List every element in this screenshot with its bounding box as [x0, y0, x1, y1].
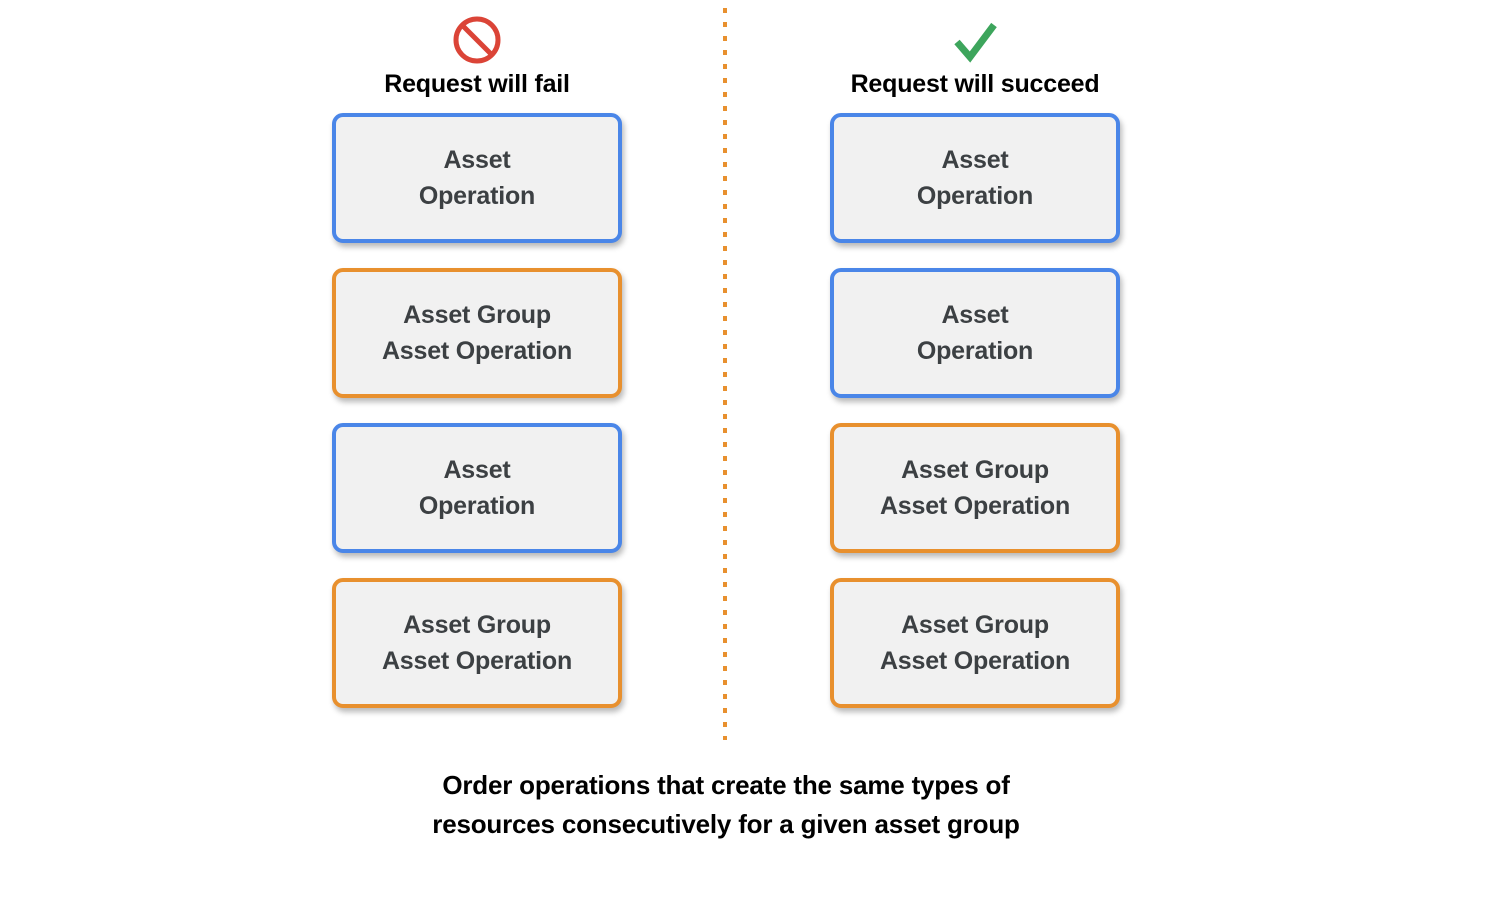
- operation-box-label: Asset Group Asset Operation: [879, 456, 1071, 520]
- operation-box[interactable]: Asset Operation: [332, 113, 622, 243]
- diagram-caption: Order operations that create the same ty…: [432, 770, 1020, 839]
- column-header-succeed: Request will succeed: [805, 14, 1145, 98]
- operation-box-label: Asset Group Asset Operation: [879, 611, 1071, 675]
- operation-box-label: Asset Operation: [418, 456, 536, 520]
- checkmark-icon: [954, 22, 997, 63]
- operation-box[interactable]: Asset Group Asset Operation: [830, 578, 1120, 708]
- operation-box-label: Asset Operation: [916, 146, 1034, 210]
- operation-box[interactable]: Asset Group Asset Operation: [830, 423, 1120, 553]
- prohibition-icon: [453, 16, 501, 64]
- column-divider: [723, 8, 727, 740]
- column-header-fail: Request will fail: [307, 14, 647, 98]
- operation-box-label: Asset Group Asset Operation: [381, 611, 573, 675]
- column-title-fail: Request will fail: [384, 70, 570, 98]
- operation-box[interactable]: Asset Group Asset Operation: [332, 578, 622, 708]
- operation-box-label: Asset Operation: [418, 146, 536, 210]
- box-stack-fail: Asset Operation Asset Group Asset Operat…: [332, 113, 622, 708]
- column-title-succeed: Request will succeed: [850, 70, 1100, 98]
- box-stack-succeed: Asset Operation Asset Operation Asset Gr…: [830, 113, 1120, 708]
- operation-box[interactable]: Asset Operation: [830, 268, 1120, 398]
- operation-box[interactable]: Asset Operation: [830, 113, 1120, 243]
- operation-box[interactable]: Asset Operation: [332, 423, 622, 553]
- operation-box-label: Asset Operation: [916, 301, 1034, 365]
- operation-box-label: Asset Group Asset Operation: [381, 301, 573, 365]
- operation-box[interactable]: Asset Group Asset Operation: [332, 268, 622, 398]
